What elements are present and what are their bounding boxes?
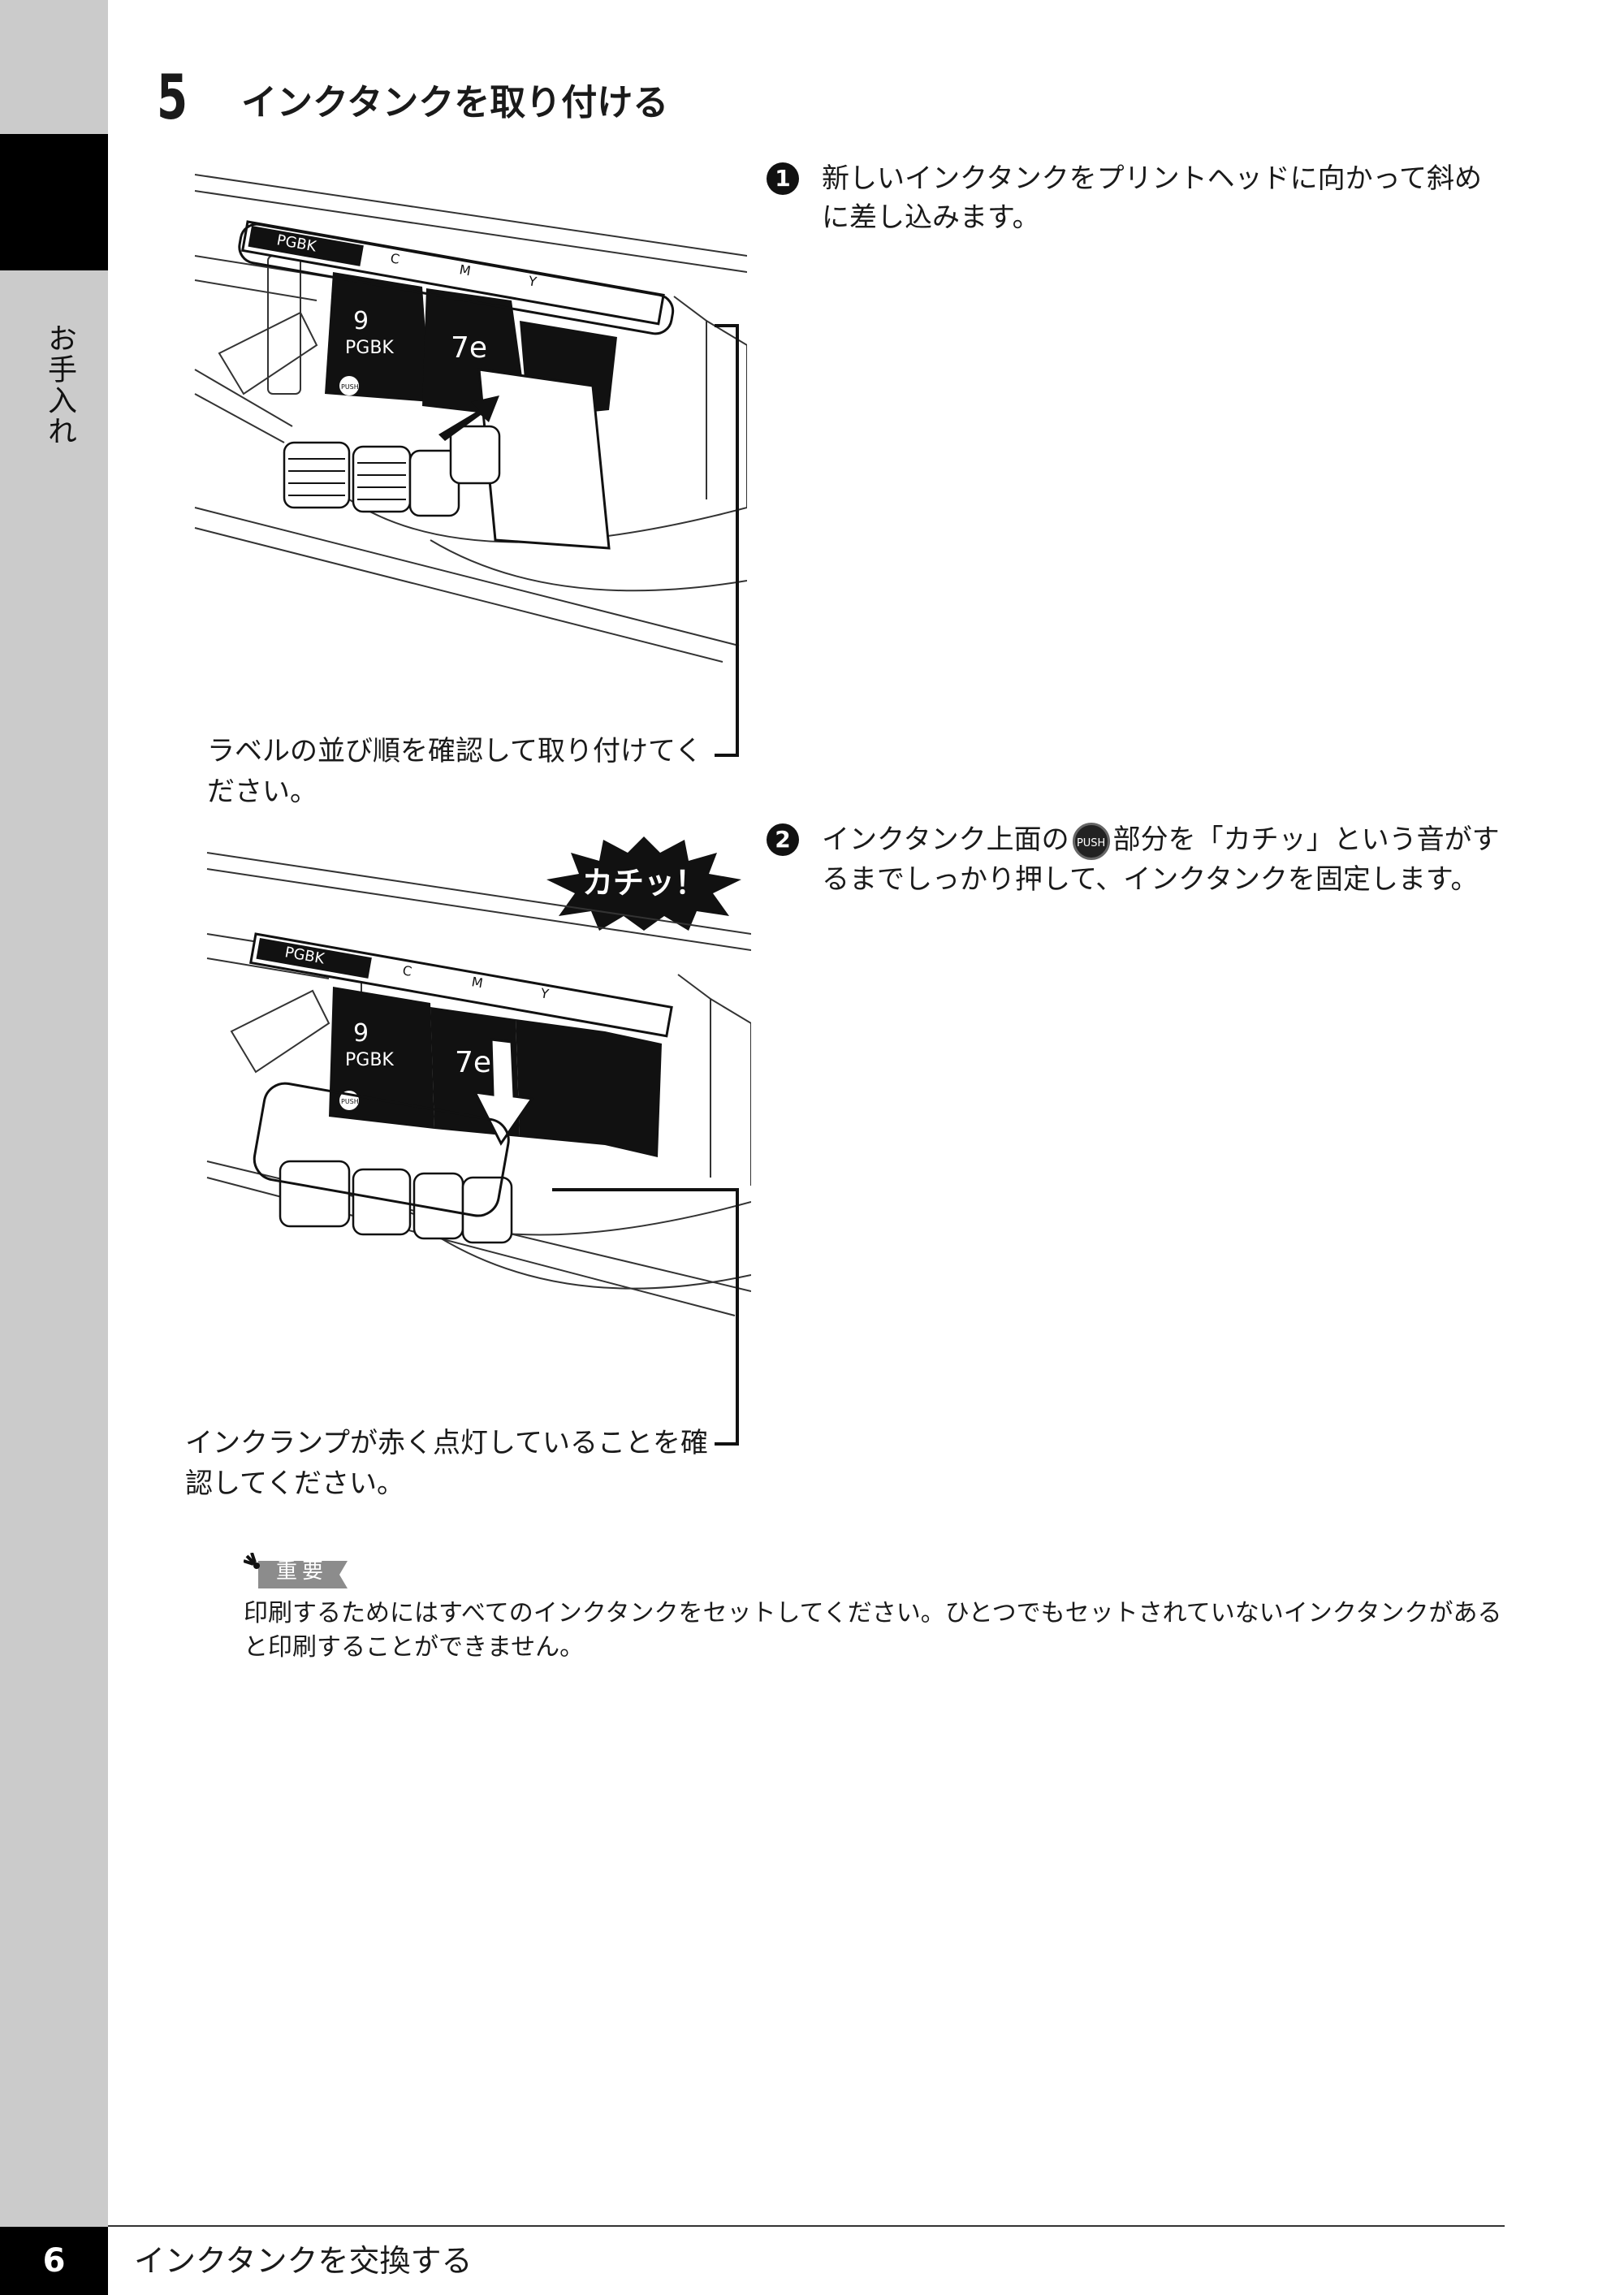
tank-name: PGBK: [345, 1050, 394, 1070]
footer-title: インクタンクを交換する: [134, 2243, 473, 2279]
sidebar-tab-marker: [0, 134, 108, 270]
important-text: 印刷するためにはすべてのインクタンクをセットしてください。ひとつでもセットされて…: [244, 1599, 1502, 1662]
slot-label-y: Y: [538, 985, 550, 1002]
printer-illustration-insert: PGBK C M Y 9 PGBK PUSH 7e: [194, 174, 747, 663]
step-marker-2: 2: [767, 823, 799, 856]
pin-icon: [253, 1562, 260, 1569]
slot-label-m: M: [458, 261, 472, 279]
tank-name: PGBK: [345, 338, 394, 358]
step-number: 5: [157, 61, 188, 133]
instruction-1: 新しいインクタンクをプリントヘッドに向かって斜めに差し込みます。: [822, 162, 1482, 234]
page-number: 6: [42, 2242, 66, 2280]
step-title: インクタンクを取り付ける: [241, 82, 669, 123]
slot-label-c: C: [401, 962, 412, 979]
callout-connector-1: [715, 324, 739, 757]
sidebar-section-label: お手入れ: [43, 323, 76, 447]
push-mark: PUSH: [341, 383, 359, 391]
sidebar: [0, 0, 108, 2295]
page-number-box: [0, 2227, 108, 2295]
click-burst-graphic: カチッ！: [546, 836, 741, 931]
push-mark: PUSH: [341, 1098, 359, 1105]
instruction-2-before: インクタンク上面の: [822, 823, 1069, 856]
important-label: 重要: [276, 1559, 329, 1584]
footer-divider: [108, 2225, 1505, 2227]
callout-ink-lamp: インクランプが赤く点灯していることを確認してください。: [185, 1427, 708, 1500]
slot-label-c: C: [389, 250, 400, 267]
slot-label-m: M: [470, 974, 484, 991]
tank-number: 9: [353, 1019, 369, 1048]
instruction-2-after: 部分を「カチッ」という音がするまでしっかり押して、インクタンクを固定します。: [822, 823, 1500, 896]
tank-7e-label: 7e: [455, 1046, 491, 1079]
printer-illustration-press: PGBK C M Y 9 PGBK PUSH 7e: [206, 852, 751, 1316]
important-badge: [244, 1553, 348, 1588]
tank-7e-label: 7e: [451, 331, 487, 365]
callout-connector-2: [552, 1188, 739, 1446]
tank-number: 9: [353, 307, 369, 335]
callout-label-order: ラベルの並び順を確認して取り付けてください。: [207, 735, 702, 808]
push-icon: PUSH: [1072, 822, 1110, 860]
click-burst-text: カチッ！: [582, 865, 706, 901]
slot-label-y: Y: [526, 273, 538, 290]
step-marker-1: 1: [767, 162, 799, 195]
